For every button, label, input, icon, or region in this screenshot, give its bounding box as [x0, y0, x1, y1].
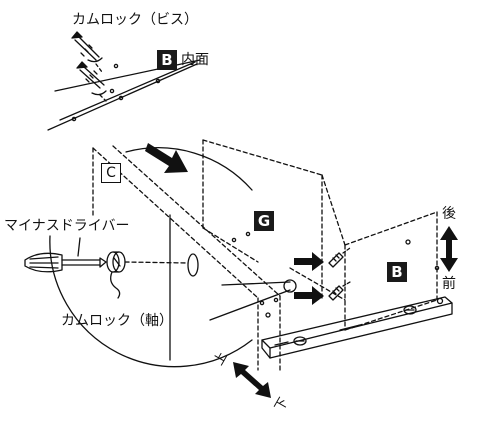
- front-back-arrow: [440, 226, 458, 272]
- panel-g-outline: [202, 139, 346, 331]
- up-down-arrow: [233, 362, 271, 398]
- badge-b-top: B: [157, 50, 177, 70]
- cam-lock-pointer-arrows: [294, 252, 324, 305]
- magnifier-callout: [49, 147, 297, 368]
- badge-b-panel: B: [387, 262, 407, 282]
- screwdriver-label: マイナスドライバー: [4, 218, 130, 234]
- badge-c: C: [101, 163, 121, 183]
- cam-lock-shaft-detail: [106, 251, 189, 299]
- cam-lock-shaft-label: カムロック（軸）: [61, 313, 173, 329]
- back-label: 後: [442, 206, 456, 222]
- front-label: 前: [442, 276, 456, 292]
- screwdriver: [24, 237, 107, 273]
- cam-screw-pair: [71, 31, 107, 102]
- badge-g: G: [254, 211, 274, 231]
- insert-direction-arrow: [145, 143, 188, 173]
- top-detail-panel: [47, 59, 201, 131]
- bottom-rail: [261, 296, 453, 359]
- inner-face-label: 内面: [181, 52, 209, 68]
- cam-lock-screw-label: カムロック（ビス）: [72, 12, 198, 28]
- cam-locks-on-panel: [231, 231, 351, 318]
